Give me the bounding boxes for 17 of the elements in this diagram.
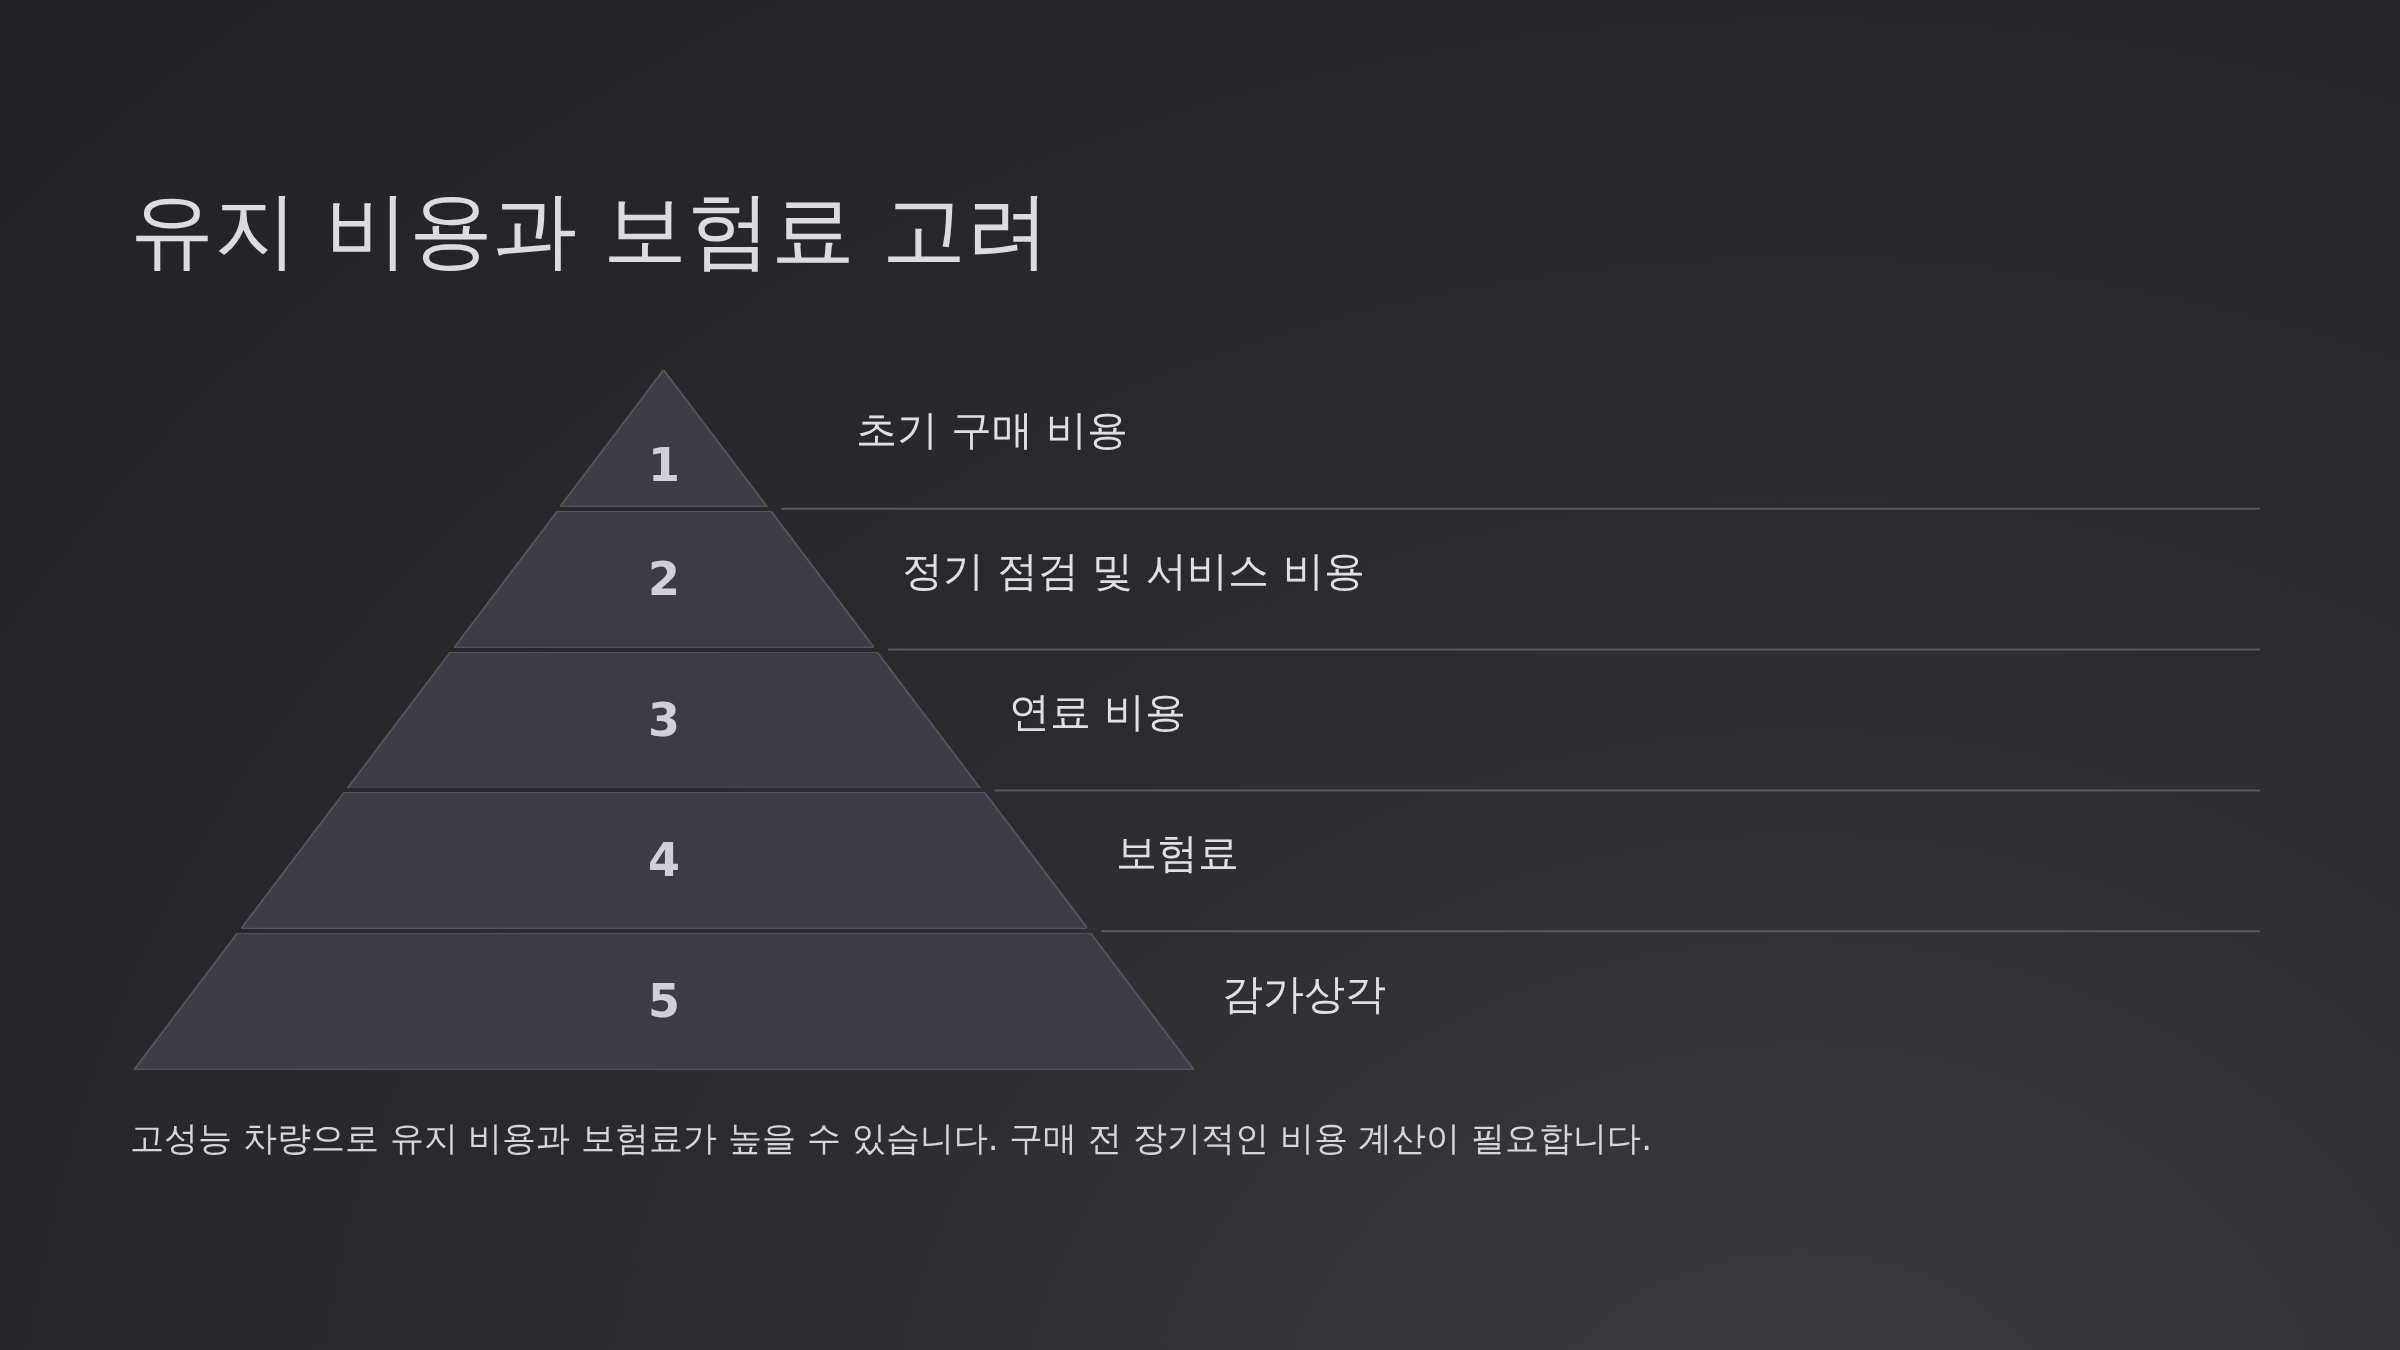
slide-title: 유지 비용과 보험료 고려 xyxy=(130,180,1051,281)
pyramid-layer xyxy=(347,651,981,789)
pyramid-layer xyxy=(560,370,768,507)
pyramid-layer xyxy=(453,510,875,648)
layer-label: 초기 구매 비용 xyxy=(855,405,1128,457)
layer-number: 5 xyxy=(647,974,681,1029)
layer-number: 2 xyxy=(646,551,681,606)
layer-label: 정기 점검 및 서비스 비용 xyxy=(902,546,1365,598)
pyramid-layer xyxy=(134,933,1194,1070)
layer-label: 감가상각 xyxy=(1222,968,1387,1020)
layer-number: 3 xyxy=(646,692,681,747)
layer-number: 1 xyxy=(646,438,681,493)
layer-label: 연료 비용 xyxy=(1009,687,1187,738)
layer-number: 4 xyxy=(646,833,681,888)
pyramid-layer xyxy=(240,792,1088,930)
caption-text: 고성능 차량으로 유지 비용과 보험료가 높을 수 있습니다. 구매 전 장기적인 비용 계산이 필요합니다. xyxy=(130,1117,1653,1160)
layer-label: 보험료 xyxy=(1115,827,1239,879)
